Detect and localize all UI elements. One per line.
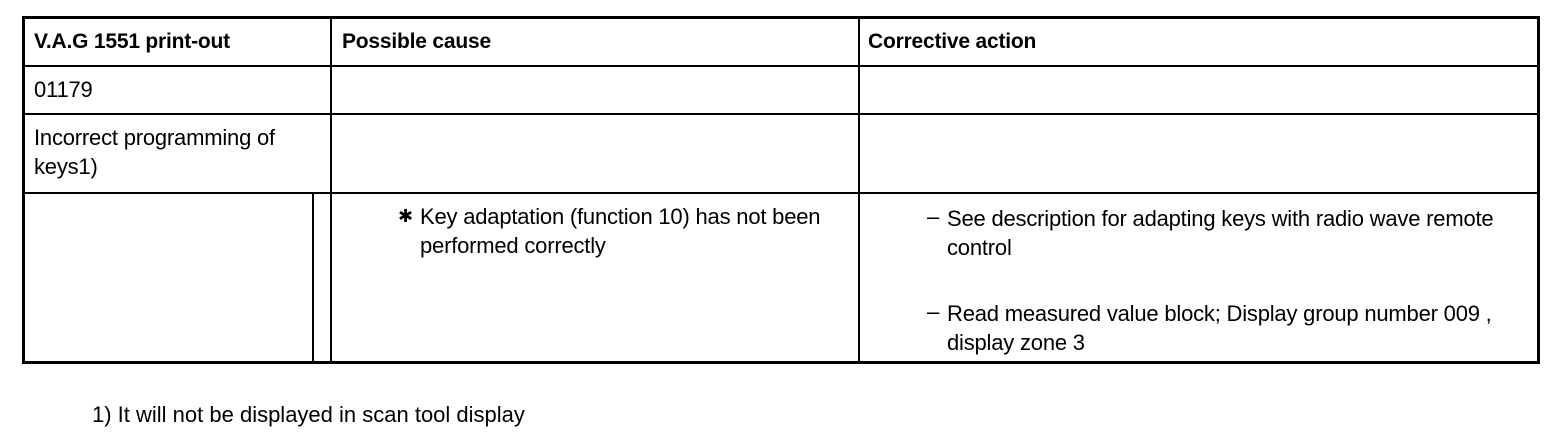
row-divider-fault xyxy=(25,192,1537,194)
row-divider-code xyxy=(25,113,1537,115)
dash-icon-1: – xyxy=(927,204,940,229)
inner-column-divider xyxy=(312,194,314,361)
column-divider-2 xyxy=(858,19,860,361)
bullet-icon: ✱ xyxy=(398,206,414,226)
dash-icon-2: – xyxy=(927,299,940,324)
fault-table: V.A.G 1551 print-out Possible cause Corr… xyxy=(22,16,1540,364)
possible-cause-text: Key adaptation (function 10) has not bee… xyxy=(420,204,821,258)
corrective-action-1: See description for adapting keys with r… xyxy=(947,206,1494,260)
fault-description: Incorrect programming of keys1) xyxy=(34,125,275,179)
corrective-action-2: Read measured value block; Display group… xyxy=(947,301,1492,355)
footnote: 1) It will not be displayed in scan tool… xyxy=(92,402,525,427)
header-corrective-action: Corrective action xyxy=(868,30,1037,53)
header-possible-cause: Possible cause xyxy=(342,30,491,53)
row-divider-header xyxy=(25,65,1537,67)
fault-code: 01179 xyxy=(34,77,93,102)
header-vag-printout: V.A.G 1551 print-out xyxy=(34,30,230,53)
column-divider-1 xyxy=(330,19,332,361)
